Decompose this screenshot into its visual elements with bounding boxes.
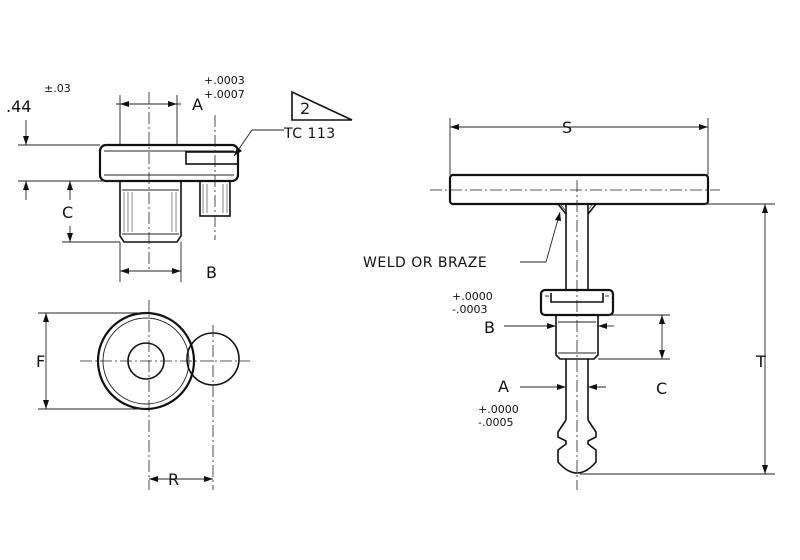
collar	[539, 288, 615, 317]
head-outline	[98, 143, 240, 183]
tol-right-b-plus: +.0000	[452, 290, 493, 303]
dim-s-label: S	[562, 118, 572, 137]
threaded-section	[555, 315, 599, 360]
tol-top-minus: +.0007	[204, 88, 245, 101]
weld-note: WELD OR BRAZE	[363, 255, 487, 271]
dim-c-top-label: C	[62, 203, 73, 222]
shank-outline	[119, 181, 182, 243]
grooved-tip	[557, 419, 597, 474]
tol-right-a-minus: -.0005	[478, 416, 513, 429]
callout-number: 2	[300, 99, 310, 118]
dim-44-value: .44	[6, 97, 31, 116]
dim-f-label: F	[36, 352, 45, 371]
callout-text: TC 113	[283, 126, 336, 142]
dim-b-right-label: B	[484, 318, 495, 337]
dim-r-label: R	[168, 470, 179, 489]
dim-c-right-label: C	[656, 379, 667, 398]
dim-44-tolerance: ±.03	[44, 82, 71, 95]
dim-a-right-label: A	[498, 377, 509, 396]
dim-a-top-label: A	[192, 95, 203, 114]
callout-triangle	[291, 90, 353, 121]
dim-b-top-label: B	[206, 263, 217, 282]
side-view-left: .44 ±.03 A +.0003 +.0007 2 TC 113 C B	[6, 74, 353, 282]
assembly-view-right: S T WELD OR BRAZE +.0	[363, 118, 775, 490]
dim-t-label: T	[755, 352, 766, 371]
end-view-left: F R	[36, 300, 250, 490]
handle-bar	[448, 173, 710, 206]
tol-top-plus: +.0003	[204, 74, 245, 87]
tol-right-b-minus: -.0003	[452, 303, 487, 316]
tol-right-a-plus: +.0000	[478, 403, 519, 416]
head-slot	[185, 151, 239, 165]
